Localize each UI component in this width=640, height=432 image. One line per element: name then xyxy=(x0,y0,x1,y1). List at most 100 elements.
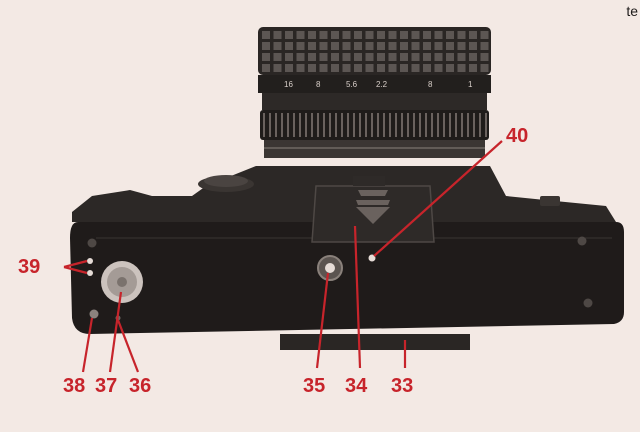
knurl-square xyxy=(308,31,316,39)
knurl-square xyxy=(480,31,489,39)
knurl-square xyxy=(480,42,489,50)
screw-head xyxy=(89,309,99,319)
callout-leaders xyxy=(63,140,503,373)
lens-scale-mark: 5.6 xyxy=(346,80,358,89)
knurl-square xyxy=(296,53,305,61)
callout-36: 36 xyxy=(129,375,151,397)
knurl-square xyxy=(285,64,293,72)
knurl-square xyxy=(400,64,408,72)
right-control-knob xyxy=(540,196,560,206)
knurl-square xyxy=(354,64,362,72)
knurl-square xyxy=(400,31,408,39)
shutter-dial-top xyxy=(204,175,248,187)
knurl-square xyxy=(434,42,443,50)
knurl-square xyxy=(446,64,454,72)
lens-focus-ring xyxy=(258,27,491,75)
lens-mount-ring xyxy=(264,140,485,158)
callout-34: 34 xyxy=(345,375,368,397)
lens-scale-ring xyxy=(258,75,491,93)
knurl-square xyxy=(469,42,477,50)
knurl-square xyxy=(377,64,385,72)
knurl-square xyxy=(331,64,339,72)
knurl-square xyxy=(434,31,443,39)
knurl-square xyxy=(262,42,270,50)
corner-text: te xyxy=(626,3,638,19)
knurl-square xyxy=(342,53,351,61)
knurl-square xyxy=(331,53,339,61)
knurl-square xyxy=(423,64,431,72)
knurl-square xyxy=(308,53,316,61)
callout-35: 35 xyxy=(303,375,325,397)
knurl-square xyxy=(469,64,477,72)
callout-labels: 39 38 37 36 35 34 33 40 xyxy=(18,125,528,397)
lens-scale-mark: 1 xyxy=(468,80,473,89)
knurl-square xyxy=(262,53,270,61)
knurl-square xyxy=(262,64,270,72)
knurl-square xyxy=(423,42,431,50)
knurl-square xyxy=(285,31,293,39)
knurl-square xyxy=(388,64,397,72)
knurl-square xyxy=(273,31,282,39)
knurl-square xyxy=(423,31,431,39)
knurl-square xyxy=(434,53,443,61)
knurl-square xyxy=(457,64,466,72)
lens-knurling xyxy=(262,31,489,72)
knurl-square xyxy=(296,64,305,72)
knurl-square xyxy=(377,53,385,61)
knurl-square xyxy=(285,42,293,50)
knurl-square xyxy=(469,53,477,61)
lens-scale-mark: 8 xyxy=(316,80,321,89)
knurl-square xyxy=(457,53,466,61)
knurl-square xyxy=(273,42,282,50)
knurl-square xyxy=(296,31,305,39)
knurl-square xyxy=(273,64,282,72)
knurl-square xyxy=(434,64,443,72)
knurl-square xyxy=(446,42,454,50)
knurl-square xyxy=(342,31,351,39)
knurl-square xyxy=(319,64,328,72)
knurl-square xyxy=(365,31,374,39)
battery-cover-tab xyxy=(353,176,385,186)
callout-38: 38 xyxy=(63,375,85,397)
knurl-square xyxy=(319,53,328,61)
battery-cover-arrow xyxy=(356,207,390,224)
knurl-square xyxy=(469,31,477,39)
knurl-square xyxy=(273,53,282,61)
knurl-square xyxy=(388,42,397,50)
knurl-square xyxy=(308,64,316,72)
knurl-square xyxy=(319,31,328,39)
knurl-square xyxy=(411,31,420,39)
callout-40: 40 xyxy=(506,125,528,147)
base-plate xyxy=(70,222,624,334)
lens-scale-mark: 2.2 xyxy=(376,80,388,89)
lens-lower-ring xyxy=(262,93,487,110)
knurl-square xyxy=(365,64,374,72)
knurl-square xyxy=(331,42,339,50)
knurl-square xyxy=(319,42,328,50)
lens-scale-mark: 8 xyxy=(428,80,433,89)
corner-screw xyxy=(577,236,587,246)
knurl-square xyxy=(354,31,362,39)
knurl-square xyxy=(296,42,305,50)
knurl-square xyxy=(446,53,454,61)
callout-39: 39 xyxy=(18,256,40,278)
knurl-square xyxy=(365,53,374,61)
knurl-square xyxy=(400,53,408,61)
knurl-square xyxy=(411,64,420,72)
tripod-socket-hole xyxy=(325,263,335,273)
battery-cover-groove xyxy=(356,200,390,205)
knurl-square xyxy=(365,42,374,50)
indicator-dot xyxy=(87,270,93,276)
rewind-knob-center xyxy=(117,277,127,287)
lens: 16 8 5.6 2.2 8 1 xyxy=(258,27,491,158)
knurl-square xyxy=(342,42,351,50)
battery-cover-groove xyxy=(358,190,388,196)
knurl-square xyxy=(285,53,293,61)
indicator-dot xyxy=(87,258,93,264)
knurl-square xyxy=(342,64,351,72)
knurl-square xyxy=(354,53,362,61)
knurl-square xyxy=(411,53,420,61)
base-plate-edge xyxy=(280,334,470,350)
